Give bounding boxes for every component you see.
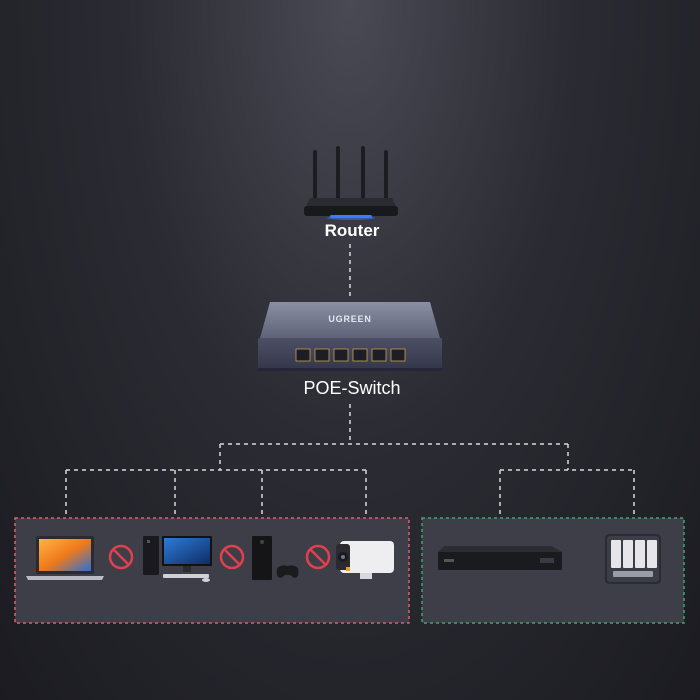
nas-storage-icon — [605, 534, 661, 584]
switch-brand-text: UGREEN — [328, 314, 371, 324]
game-console-icon — [252, 536, 299, 580]
bullet-camera-icon — [336, 541, 394, 579]
desktop-pc-icon — [143, 536, 212, 582]
connection-lines — [65, 244, 635, 518]
router-icon — [304, 146, 398, 220]
poe-switch-icon — [258, 302, 442, 371]
prohibited-icon — [305, 544, 331, 570]
laptop-icon — [26, 536, 104, 580]
prohibited-icon — [108, 544, 134, 570]
nvr-recorder-icon — [438, 546, 562, 570]
switch-label: POE-Switch — [303, 378, 400, 398]
router-label: Router — [325, 221, 380, 240]
prohibited-icon — [219, 544, 245, 570]
